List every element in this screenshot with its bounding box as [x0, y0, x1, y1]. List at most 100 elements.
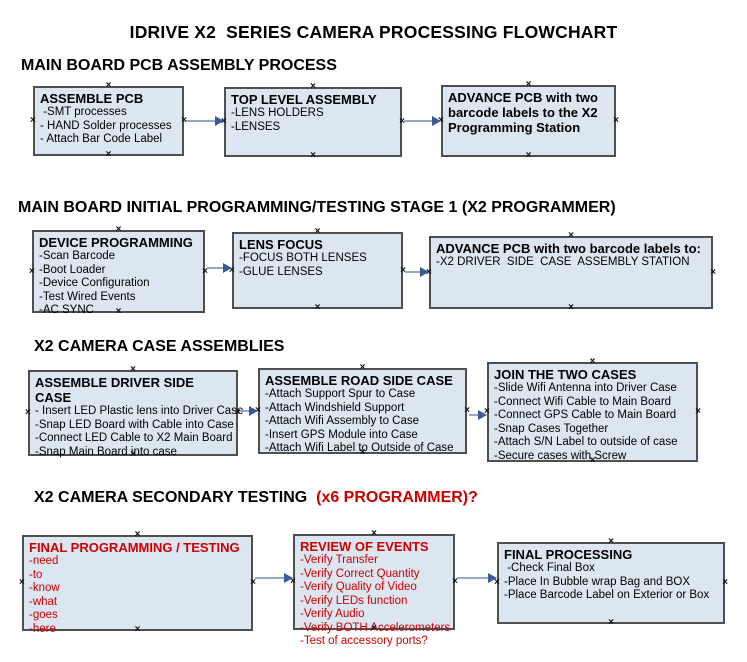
connection-handle-icon: × — [105, 149, 112, 160]
box-item: -Connect GPS Cable to Main Board — [494, 409, 677, 421]
box-item: -Snap LED Board with Cable into Case — [35, 418, 234, 431]
box-items: -FOCUS BOTH LENSES-GLUE LENSES — [239, 252, 396, 279]
box-items: -SMT processes- HAND Solder processes- A… — [40, 106, 177, 147]
box-title: ADVANCE PCB with two barcode labels to: — [436, 241, 701, 256]
box-item: - Attach Bar Code Label — [40, 133, 163, 145]
box-item: -LENS HOLDERS — [231, 107, 324, 119]
box-title: TOP LEVEL ASSEMBLY — [231, 92, 377, 107]
connection-handle-icon: × — [134, 529, 141, 540]
box-item: -Connect Wifi Cable to Main Board — [494, 395, 672, 408]
box-item: -Verify Transfer — [300, 554, 378, 566]
box-item: -Attach Wifi Label to Outside of Case — [265, 442, 454, 454]
box-items: - Insert LED Plastic lens into Driver Ca… — [35, 405, 244, 459]
box-item: -Attach Support Spur to Case — [265, 388, 416, 400]
box-title: DEVICE PROGRAMMING — [39, 235, 193, 250]
connection-handle-icon: × — [589, 356, 596, 367]
box-items: -Slide Wifi Antenna into Driver Case-Con… — [494, 382, 691, 463]
box-title: ASSEMBLE PCB — [40, 91, 144, 106]
box-item: -AC SYNC — [39, 304, 94, 316]
box-item: -LENSES — [231, 120, 281, 133]
connection-handle-icon: × — [608, 617, 614, 628]
connection-handle-icon: × — [568, 302, 574, 313]
box-item: -Secure cases with Screw — [494, 449, 627, 462]
box-item: -to — [29, 568, 43, 581]
flow-box-final-programming-testing: FINAL PROGRAMMING / TESTING -need-to-kno… — [19, 530, 256, 635]
flow-arrow — [469, 410, 487, 420]
box-item: -Verify Quality of Video — [300, 581, 417, 593]
box-item: -Check Final Box — [504, 562, 595, 574]
connection-handle-icon: × — [29, 265, 35, 277]
page-title: IDRIVE X2 SERIES CAMERA PROCESSING FLOWC… — [129, 22, 618, 42]
connection-handle-icon: × — [695, 406, 701, 417]
box-title: ADVANCE PCB with two barcode labels to t… — [448, 90, 598, 135]
box-item: -goes — [29, 609, 58, 621]
box-item: - Insert LED Plastic lens into Driver Ca… — [35, 405, 244, 417]
flow-arrow — [405, 267, 429, 277]
flow-box-advance-pcb-programming-station: ADVANCE PCB with two barcode labels to t… — [438, 80, 619, 161]
flow-arrow — [255, 573, 293, 583]
flow-box-assemble-road-side-case: ASSEMBLE ROAD SIDE CASE -Attach Support … — [255, 363, 470, 458]
box-item: -Snap Cases Together — [494, 422, 609, 435]
connection-handle-icon: × — [525, 79, 532, 90]
box-item: -Verify Correct Quantity — [300, 567, 420, 580]
box-item: -Place Barcode Label on Exterior or Box — [504, 589, 710, 601]
box-title: FINAL PROCESSING — [504, 547, 633, 562]
box-items: -Check Final Box-Place In Bubble wrap Ba… — [504, 562, 718, 603]
flow-arrow — [240, 406, 258, 416]
box-item: -Attach Wifi Assembly to Case — [265, 415, 420, 427]
box-item: -Boot Loader — [39, 263, 106, 276]
box-items: -Scan Barcode-Boot Loader-Device Configu… — [39, 250, 198, 318]
connection-handle-icon: × — [314, 302, 321, 313]
box-item: -X2 DRIVER SIDE CASE ASSEMBLY STATION — [436, 256, 690, 268]
connection-handle-icon: × — [130, 364, 136, 375]
section-header-highlight: (x6 PROGRAMMER)? — [316, 489, 478, 506]
box-items: -Verify Transfer-Verify Correct Quantity… — [300, 554, 451, 649]
box-item: -Insert GPS Module into Case — [265, 428, 418, 441]
connection-handle-icon: × — [250, 577, 256, 588]
flow-box-final-processing: FINAL PROCESSING -Check Final Box-Place … — [494, 537, 728, 628]
box-item: -Device Configuration — [39, 277, 150, 289]
connection-handle-icon: × — [525, 150, 532, 161]
section-header-initial-programming: MAIN BOARD INITIAL PROGRAMMING/TESTING S… — [18, 199, 616, 216]
connection-handle-icon: × — [25, 407, 31, 418]
connection-handle-icon: × — [310, 150, 316, 161]
flow-box-assemble-driver-side-case: ASSEMBLE DRIVER SIDE CASE - Insert LED P… — [25, 365, 244, 460]
box-item: -Place In Bubble wrap Bag and BOX — [504, 575, 691, 588]
box-item: -here — [29, 622, 56, 635]
flow-box-review-of-events: REVIEW OF EVENTS -Verify Transfer-Verify… — [290, 529, 458, 648]
connection-handle-icon: × — [710, 266, 716, 278]
box-item: -Verify LEDs function — [300, 594, 408, 607]
flow-box-assemble-pcb: ASSEMBLE PCB -SMT processes- HAND Solder… — [30, 81, 187, 160]
box-item: -know — [29, 582, 60, 594]
box-item: -FOCUS BOTH LENSES — [239, 252, 367, 264]
box-item: -need — [29, 555, 59, 567]
flow-arrow — [186, 116, 224, 126]
box-title: FINAL PROGRAMMING / TESTING — [29, 540, 240, 555]
box-item: -Connect LED Cable to X2 Main Board — [35, 432, 233, 444]
flow-box-advance-pcb-driver-side: ADVANCE PCB with two barcode labels to: … — [426, 231, 716, 313]
box-title: JOIN THE TWO CASES — [494, 367, 637, 382]
flow-box-top-level-assembly: TOP LEVEL ASSEMBLY -LENS HOLDERS-LENSES … — [221, 82, 405, 161]
connection-handle-icon: × — [613, 115, 619, 126]
connection-handle-icon: × — [19, 577, 25, 588]
flow-arrow — [457, 573, 497, 583]
connection-handle-icon: × — [399, 116, 405, 127]
box-item: -Snap Main Board into case — [35, 445, 177, 458]
connection-handle-icon: × — [314, 226, 321, 237]
box-title: ASSEMBLE ROAD SIDE CASE — [265, 373, 453, 388]
box-item: -Test Wired Events — [39, 290, 136, 303]
box-item: -Slide Wifi Antenna into Driver Case — [494, 382, 677, 394]
section-header-secondary-testing: X2 CAMERA SECONDARY TESTING (x6 PROGRAMM… — [34, 489, 478, 507]
flow-arrow — [207, 263, 232, 273]
flow-arrow — [404, 116, 441, 126]
box-items: -X2 DRIVER SIDE CASE ASSEMBLY STATION — [436, 256, 706, 270]
box-item: -Verify BOTH Accelerometers — [300, 621, 451, 634]
box-items: -need-to-know-what-goes-here — [29, 555, 246, 636]
section-header-pcb-assembly: MAIN BOARD PCB ASSEMBLY PROCESS — [21, 57, 337, 74]
section-header-case-assemblies: X2 CAMERA CASE ASSEMBLIES — [34, 338, 285, 355]
box-item: -Attach S/N Label to outside of case — [494, 436, 678, 448]
flow-box-lens-focus: LENS FOCUS -FOCUS BOTH LENSES-GLUE LENSE… — [229, 227, 406, 313]
box-item: -GLUE LENSES — [239, 265, 323, 278]
connection-handle-icon: × — [371, 528, 377, 539]
